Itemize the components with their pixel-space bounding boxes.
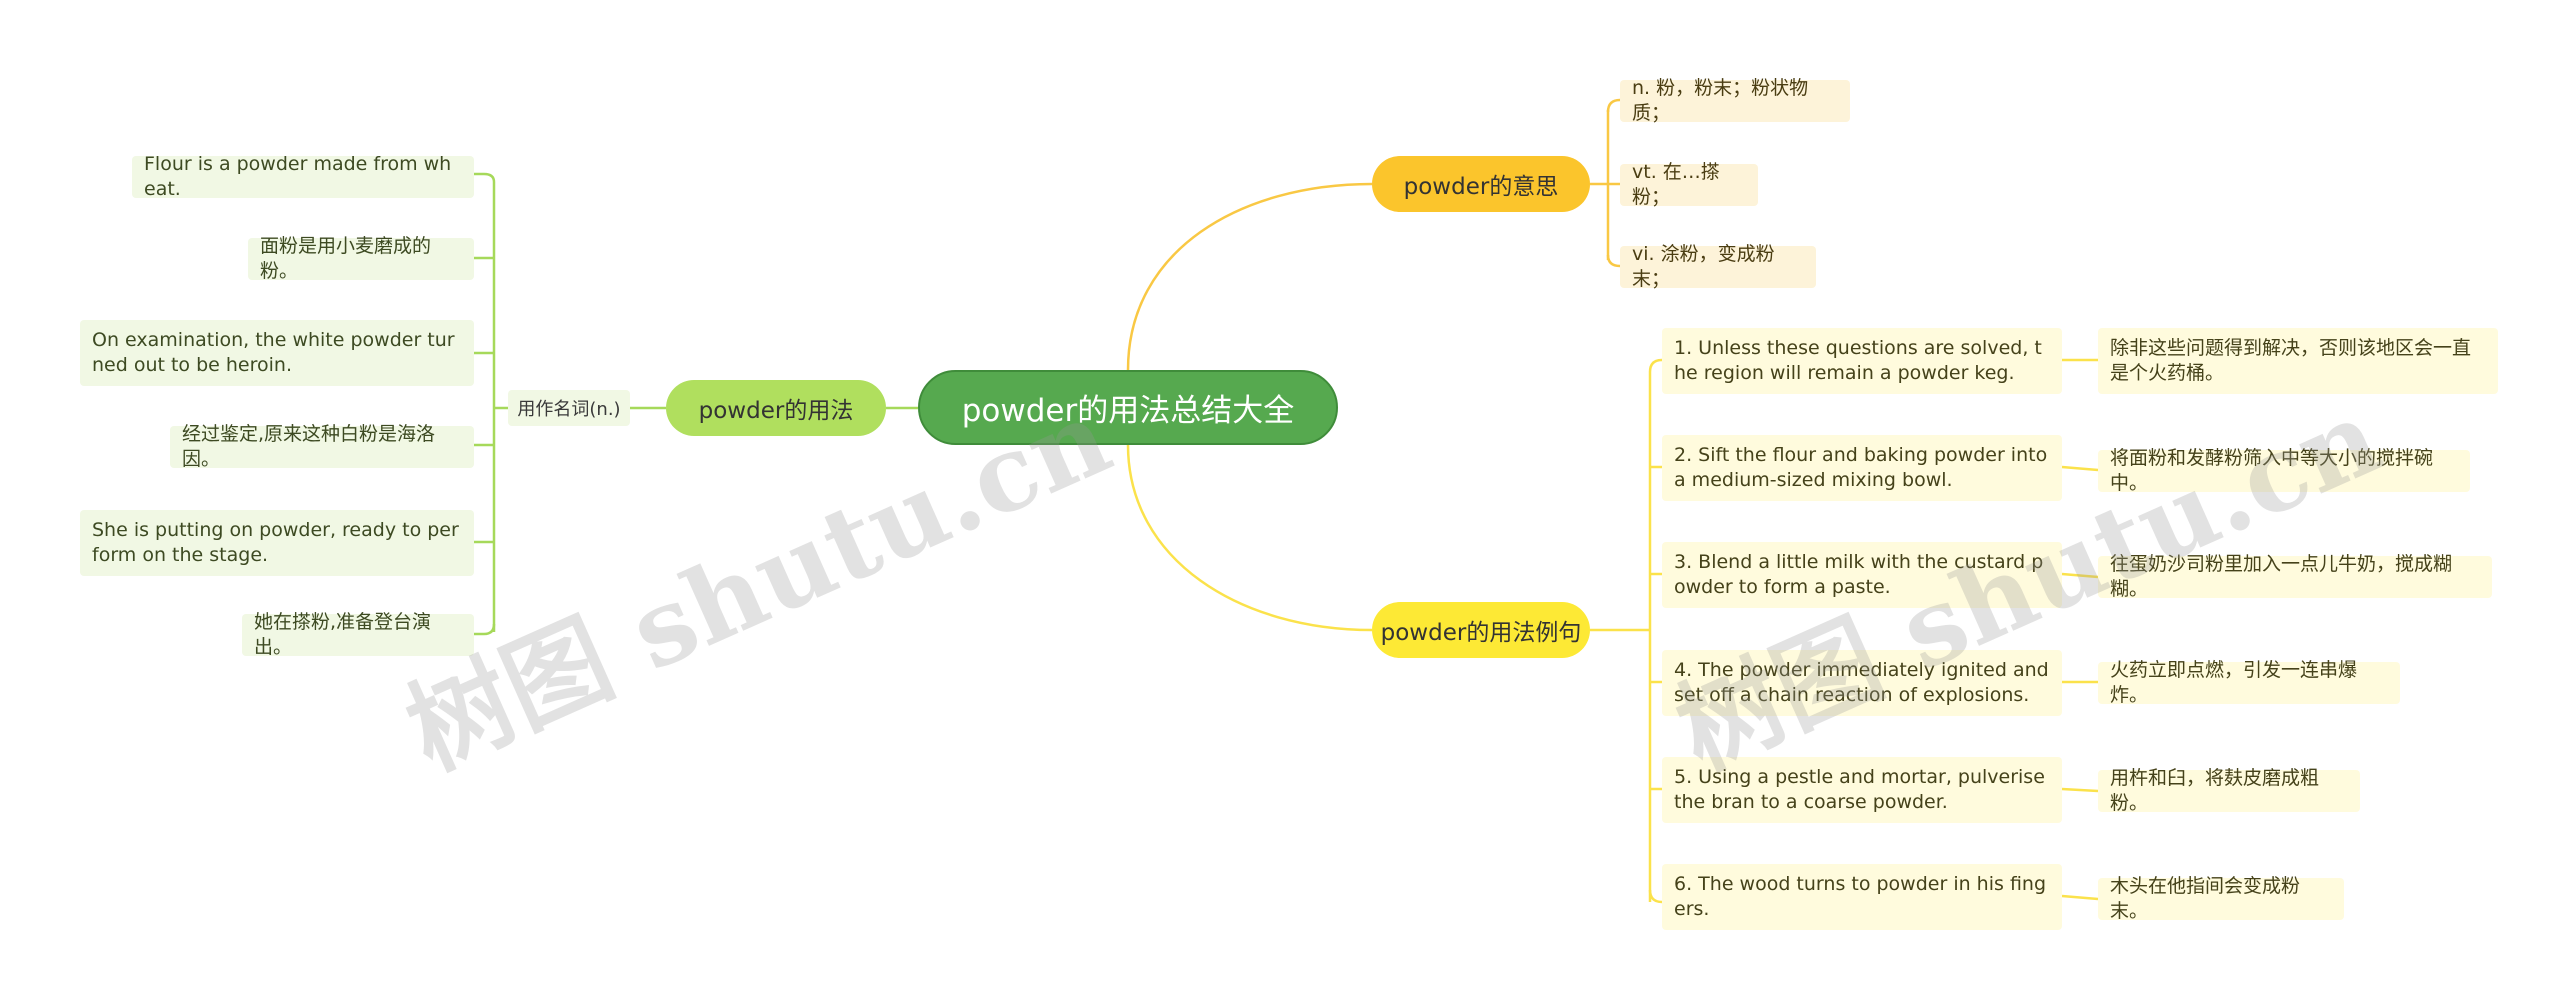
- example-en-3[interactable]: 3. Blend a little milk with the custard …: [1662, 542, 2062, 608]
- example-en-5[interactable]: 5. Using a pestle and mortar, pulverise …: [1662, 757, 2062, 823]
- branch-meaning[interactable]: powder的意思: [1372, 156, 1590, 212]
- connector-usage-leaf-1: [474, 172, 496, 183]
- root-topic[interactable]: powder的用法总结大全: [918, 370, 1338, 445]
- example-en-6[interactable]: 6. The wood turns to powder in his finge…: [1662, 864, 2062, 930]
- branch-examples[interactable]: powder的用法例句: [1372, 602, 1590, 658]
- connector-root-meaning: [1126, 182, 1373, 371]
- example-en-4[interactable]: 4. The powder immediately ignited and se…: [1662, 650, 2062, 716]
- connector-example-zh-2: [2061, 465, 2099, 472]
- connector-example-zh-3: [2061, 572, 2099, 579]
- connector-example-zh-6: [2061, 894, 2099, 901]
- usage-leaf-1[interactable]: Flour is a powder made from wheat.: [132, 153, 474, 200]
- meaning-leaf-2[interactable]: vt. 在…搽粉；: [1620, 161, 1758, 208]
- usage-leaf-3[interactable]: On examination, the white powder turned …: [80, 320, 474, 386]
- connector-example-zh-5: [2061, 787, 2099, 793]
- example-en-1[interactable]: 1. Unless these questions are solved, th…: [1662, 328, 2062, 394]
- connector-examples-leaf-1: [1648, 358, 1663, 373]
- connector-meaning-bracket: [1590, 110, 1610, 260]
- meaning-leaf-1[interactable]: n. 粉，粉末；粉状物质；: [1620, 77, 1850, 124]
- connector-usage-bracket: [492, 182, 508, 632]
- usage-leaf-4[interactable]: 经过鉴定,原来这种白粉是海洛因。: [170, 423, 474, 470]
- usage-leaf-5[interactable]: She is putting on powder, ready to perfo…: [80, 510, 474, 576]
- example-zh-1[interactable]: 除非这些问题得到解决，否则该地区会一直是个火药桶。: [2098, 328, 2498, 394]
- connector-root-examples: [1126, 444, 1373, 632]
- connector-examples-bracket: [1590, 372, 1652, 902]
- example-zh-6[interactable]: 木头在他指间会变成粉末。: [2098, 875, 2344, 922]
- example-zh-4[interactable]: 火药立即点燃，引发一连串爆炸。: [2098, 659, 2400, 706]
- example-en-2[interactable]: 2. Sift the flour and baking powder into…: [1662, 435, 2062, 501]
- branch-usage[interactable]: powder的用法: [666, 380, 886, 436]
- usage-leaf-6[interactable]: 她在搽粉,准备登台演出。: [242, 611, 474, 658]
- usage-leaf-2[interactable]: 面粉是用小麦磨成的粉。: [248, 235, 474, 282]
- connector-usage-leaf-6: [474, 623, 496, 636]
- example-zh-2[interactable]: 将面粉和发酵粉筛入中等大小的搅拌碗中。: [2098, 447, 2470, 494]
- meaning-leaf-3[interactable]: vi. 涂粉，变成粉末；: [1620, 243, 1816, 290]
- example-zh-5[interactable]: 用杵和臼，将麸皮磨成粗粉。: [2098, 767, 2360, 814]
- connector-examples-leaf-6: [1648, 889, 1663, 904]
- connector-meaning-leaf-3: [1606, 254, 1621, 268]
- connector-meaning-leaf-1: [1606, 98, 1621, 113]
- usage-noun-subtopic[interactable]: 用作名词(n.): [508, 390, 630, 426]
- example-zh-3[interactable]: 往蛋奶沙司粉里加入一点儿牛奶，搅成糊糊。: [2098, 553, 2492, 600]
